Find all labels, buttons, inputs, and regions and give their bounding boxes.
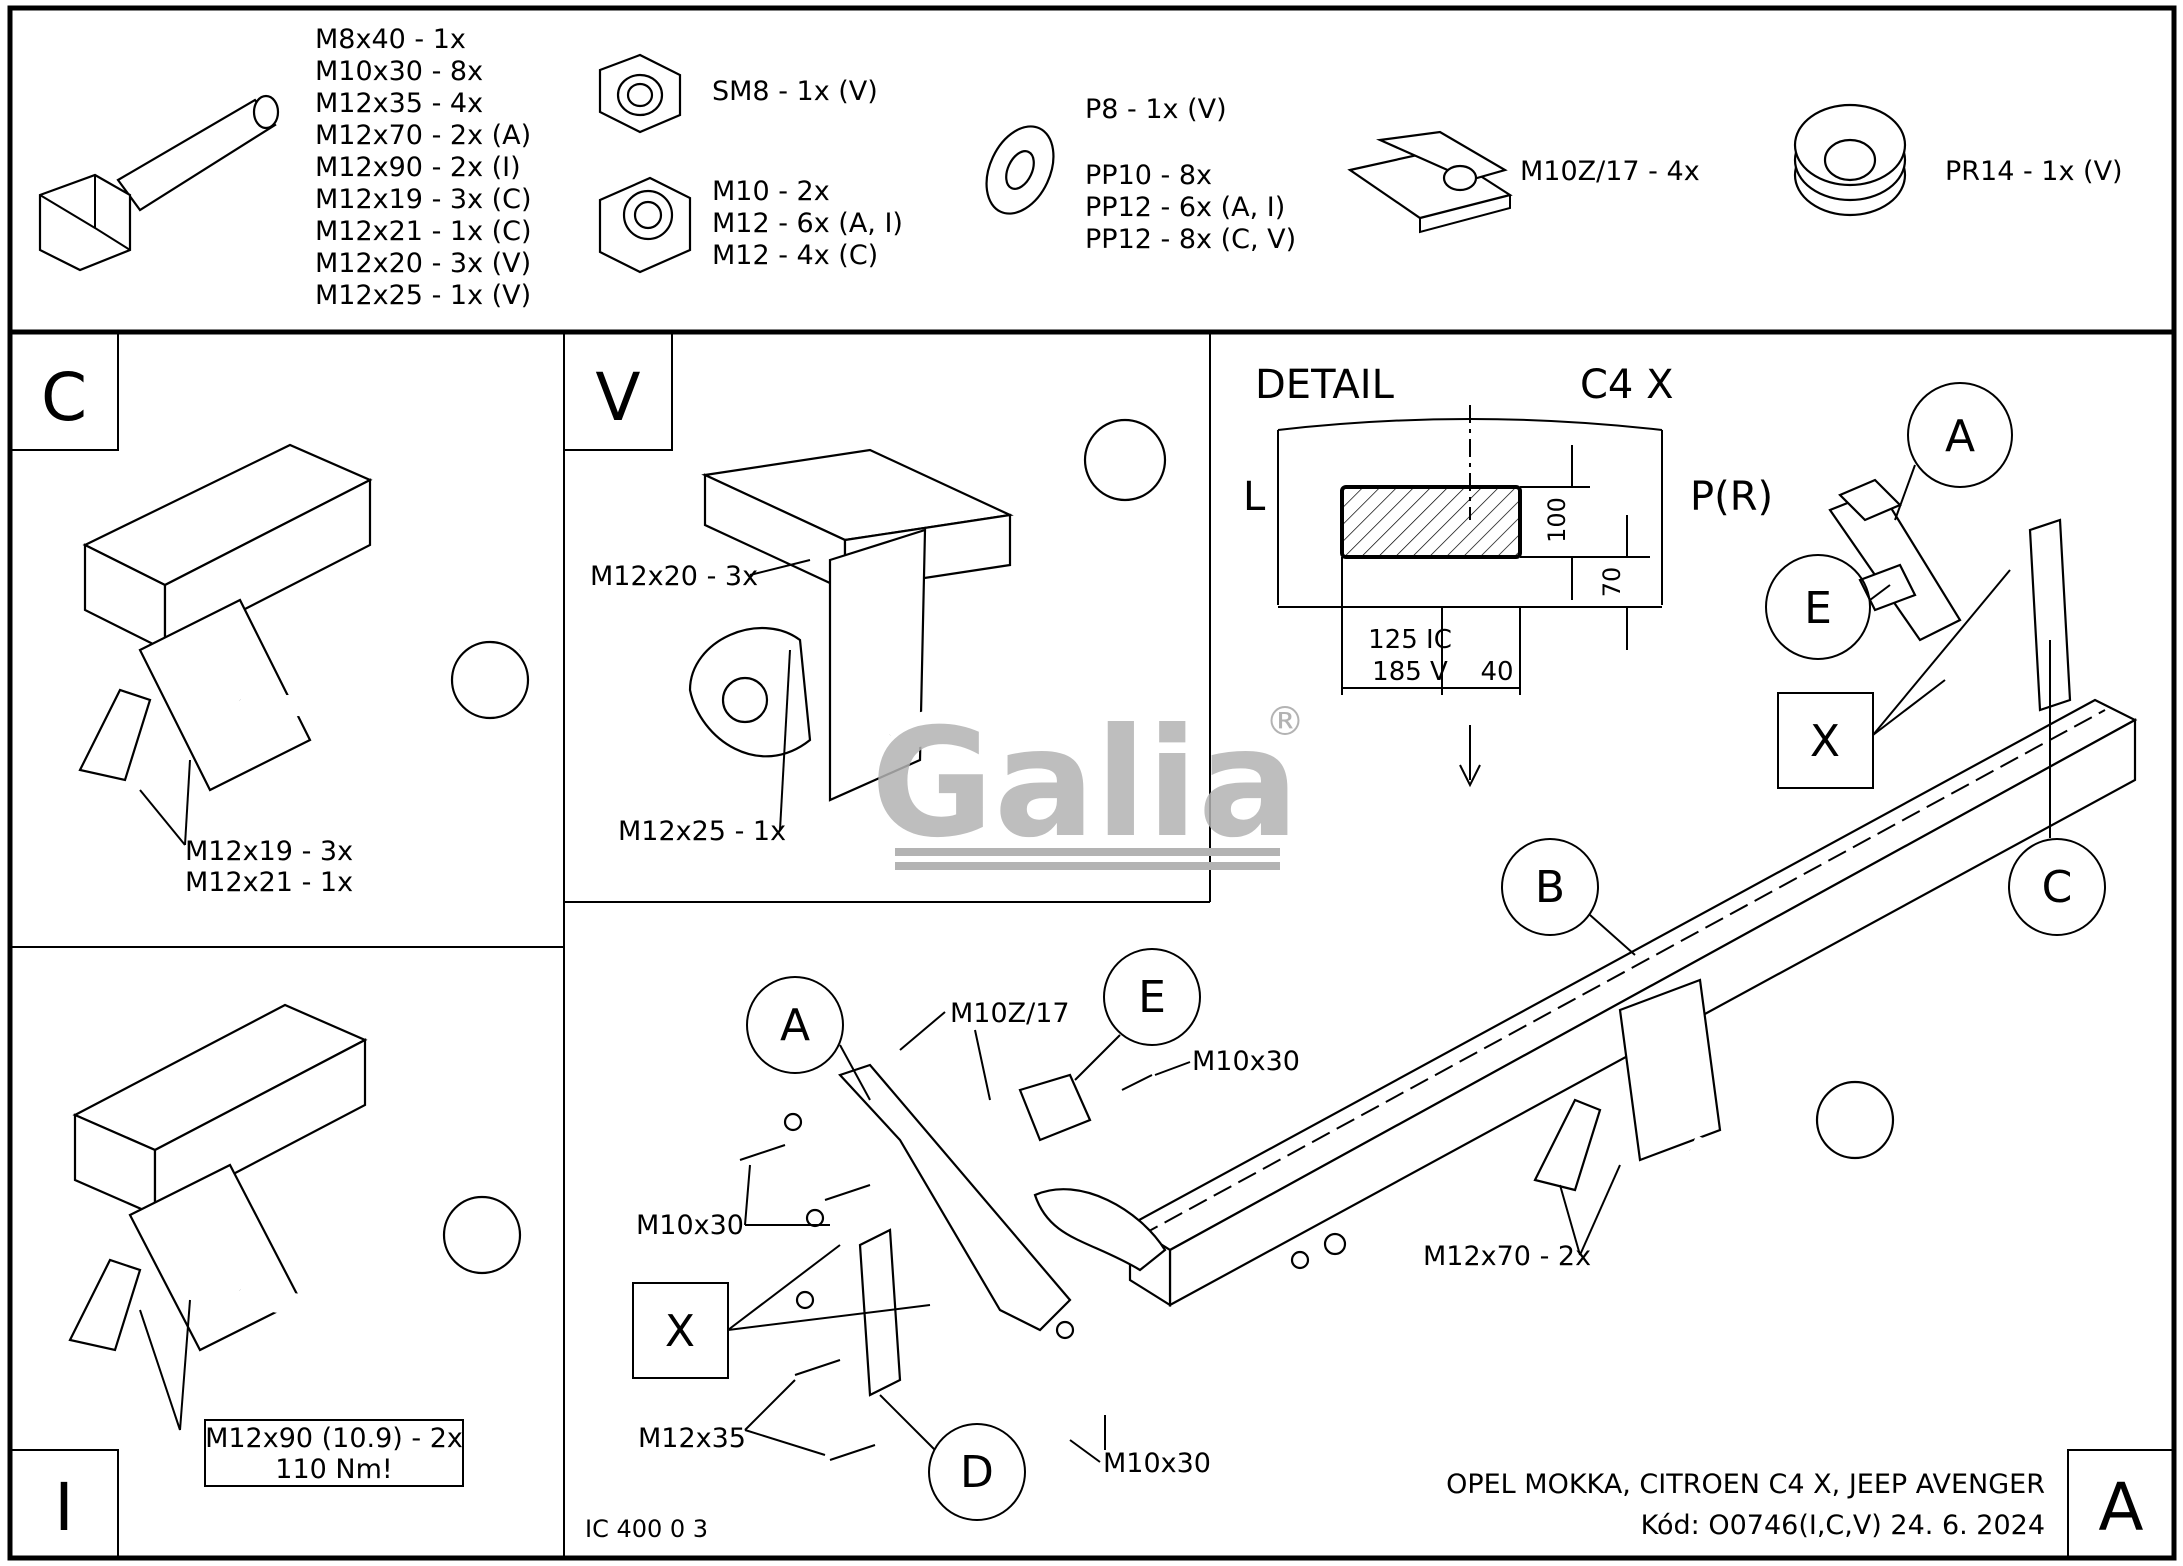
clip-nut-label: M10Z/17 - 4x	[1520, 156, 1700, 187]
spring-washer-label: PR14 - 1x (V)	[1945, 156, 2123, 187]
washer-line: PP12 - 8x (C, V)	[1085, 224, 1296, 255]
spring-washer-icon	[1793, 103, 1907, 217]
sheet-frame	[7, 5, 2177, 1561]
panel-v-callout-2: M12x25 - 1x	[618, 816, 786, 847]
bolt-line: M12x70 - 2x (A)	[315, 120, 531, 151]
hitch-i-illustration	[68, 1003, 522, 1352]
detail-model: C4 X	[1580, 362, 1674, 408]
bubble-d: D	[879, 1394, 1026, 1521]
bubble-e-right: E	[1765, 554, 1891, 660]
brand-registered: ®	[1265, 699, 1305, 745]
svg-text:E: E	[1138, 972, 1166, 1023]
washer-line: PP10 - 8x	[1085, 160, 1212, 191]
panel-i-callout-box	[204, 1419, 464, 1487]
washer-line: PP12 - 6x (A, I)	[1085, 192, 1285, 223]
bolt-line: M12x21 - 1x (C)	[315, 216, 532, 247]
detail-dim-125: 125 IC	[1368, 625, 1452, 655]
bolts-list: M8x40 - 1x M10x30 - 8x M12x35 - 4x M12x7…	[315, 24, 532, 311]
detail-section: DETAIL C4 X L P(R) 100 70 125 IC 185 V 4…	[1243, 362, 1773, 788]
panel-c: C M12x19 - 3x M12x21 - 1x	[9, 331, 530, 898]
bolt-line: M12x35 - 4x	[315, 88, 483, 119]
washer-icon	[985, 125, 1055, 215]
bubble-x-left: X	[632, 1244, 931, 1379]
detail-left: L	[1243, 474, 1266, 520]
svg-text:A: A	[780, 1000, 810, 1051]
title-block: OPEL MOKKA, CITROEN C4 X, JEEP AVENGER K…	[585, 1449, 2175, 1559]
svg-text:A: A	[1945, 411, 1975, 462]
parts-list: M8x40 - 1x M10x30 - 8x M12x35 - 4x M12x7…	[38, 24, 2123, 311]
washer-small-label: P8 - 1x (V)	[1085, 94, 1227, 125]
nut-line: M12 - 4x (C)	[712, 240, 878, 271]
detail-cutout	[1340, 485, 1522, 559]
callout-bolt-e: M10x30	[1192, 1046, 1300, 1077]
svg-text:X: X	[1810, 716, 1840, 767]
panel-c-callout-1: M12x19 - 3x	[185, 836, 353, 867]
hitch-v-illustration	[688, 418, 1167, 802]
bubble-e-main: E	[1074, 948, 1201, 1081]
sheet-tag-box	[2067, 1449, 2175, 1559]
hitch-c-illustration	[78, 443, 530, 792]
self-lock-nut-label: SM8 - 1x (V)	[712, 76, 878, 107]
bolt-line: M12x20 - 3x (V)	[315, 248, 531, 279]
bolt-line: M10x30 - 8x	[315, 56, 483, 87]
bubble-x-right: X	[1777, 569, 2011, 789]
panel-v-tag: V	[595, 359, 640, 436]
svg-text:E: E	[1804, 583, 1832, 634]
footer-drawing-no: IC 400 0 3	[585, 1515, 708, 1543]
panel-v-tag-box	[563, 331, 673, 451]
callout-clip: M10Z/17	[950, 998, 1070, 1029]
bolt-line: M12x19 - 3x (C)	[315, 184, 532, 215]
bolt-line: M12x25 - 1x (V)	[315, 280, 531, 311]
nut-line: M10 - 2x	[712, 176, 830, 207]
brand-logo: Galia	[871, 697, 1299, 871]
panel-v-callout-1: M12x20 - 3x	[590, 561, 758, 592]
bolt-line: M8x40 - 1x	[315, 24, 466, 55]
main-assembly: A E B D X A E	[632, 382, 2138, 1521]
callout-bolt-bottom: M10x30	[1103, 1448, 1211, 1479]
panel-i: I M12x90 (10.9) - 2x 110 Nm!	[9, 1003, 522, 1559]
bolt-icon	[38, 94, 280, 272]
nuts-list: M10 - 2x M12 - 6x (A, I) M12 - 4x (C)	[712, 176, 903, 271]
svg-text:B: B	[1535, 862, 1565, 913]
bolt-line: M12x90 - 2x (I)	[315, 152, 521, 183]
footer-code: Kód: O0746(I,C,V) 24. 6. 2024	[1641, 1510, 2045, 1541]
detail-dim-100: 100	[1543, 497, 1571, 543]
panel-c-callout-2: M12x21 - 1x	[185, 867, 353, 898]
callout-bolt-left: M10x30	[636, 1210, 744, 1241]
washers-list: PP10 - 8x PP12 - 6x (A, I) PP12 - 8x (C,…	[1085, 160, 1296, 255]
clip-nut-icon	[1347, 130, 1513, 234]
callout-bolt-x: M12x35	[638, 1423, 746, 1454]
detail-dim-70: 70	[1598, 567, 1626, 598]
svg-text:C: C	[2042, 862, 2073, 913]
detail-title: DETAIL	[1255, 362, 1395, 408]
detail-right: P(R)	[1690, 474, 1773, 520]
panel-c-tag: C	[41, 359, 87, 436]
panel-i-tag-box	[9, 1449, 119, 1559]
nut-icon	[598, 176, 692, 274]
svg-text:D: D	[960, 1447, 994, 1498]
panel-i-callout-2: 110 Nm!	[275, 1454, 392, 1485]
nut-line: M12 - 6x (A, I)	[712, 208, 903, 239]
self-lock-nut-icon	[598, 53, 682, 134]
detail-dim-40: 40	[1480, 657, 1513, 687]
brand-watermark: Galia ®	[871, 697, 1305, 871]
panel-i-callout-1: M12x90 (10.9) - 2x	[205, 1423, 463, 1454]
bubble-c-right: C	[2008, 640, 2106, 936]
bubble-a-right: A	[1894, 382, 2013, 521]
bubble-b: B	[1501, 838, 1636, 956]
panel-c-tag-box	[9, 331, 119, 451]
sheet-tag: A	[2098, 1469, 2143, 1546]
callout-bolt-ball: M12x70 - 2x	[1423, 1241, 1591, 1272]
panel-v: V M12x20 - 3x M12x25 - 1x	[563, 331, 1167, 847]
detail-dim-185: 185 V	[1372, 657, 1448, 687]
bubble-a-main: A	[746, 976, 871, 1101]
panel-i-tag: I	[54, 1469, 73, 1546]
svg-text:X: X	[665, 1306, 695, 1357]
footer-vehicles: OPEL MOKKA, CITROEN C4 X, JEEP AVENGER	[1446, 1469, 2045, 1500]
